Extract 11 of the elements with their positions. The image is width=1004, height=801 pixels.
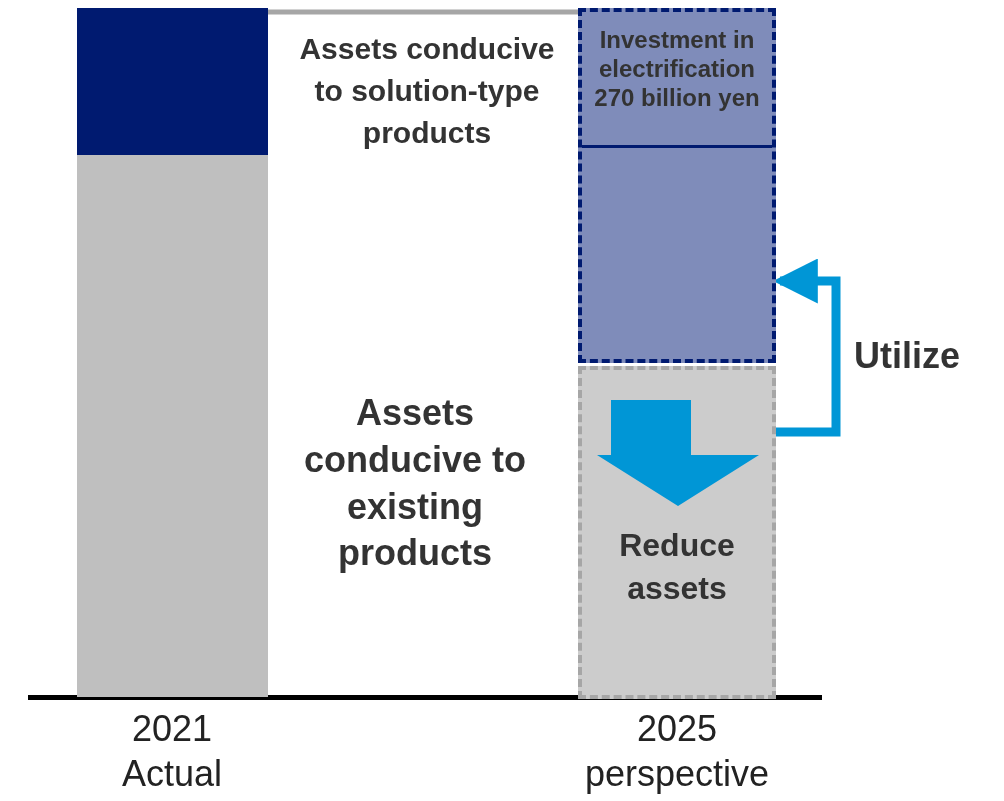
bar-segment (77, 155, 268, 697)
axis-label: 2021 Actual (120, 707, 224, 796)
bar-segment (77, 8, 268, 155)
bar-label: Assets conducive to existing products (303, 391, 527, 576)
dashed-box (578, 8, 776, 363)
dashed-box (578, 366, 776, 699)
bar-label: Assets conducive to solution-type products (298, 31, 556, 151)
node-text: Investment in electrification 270 billion yen (593, 26, 761, 113)
connector-line (268, 9, 578, 15)
axis-label: 2025 perspective (583, 707, 771, 796)
node-text: Reduce assets (618, 526, 736, 609)
